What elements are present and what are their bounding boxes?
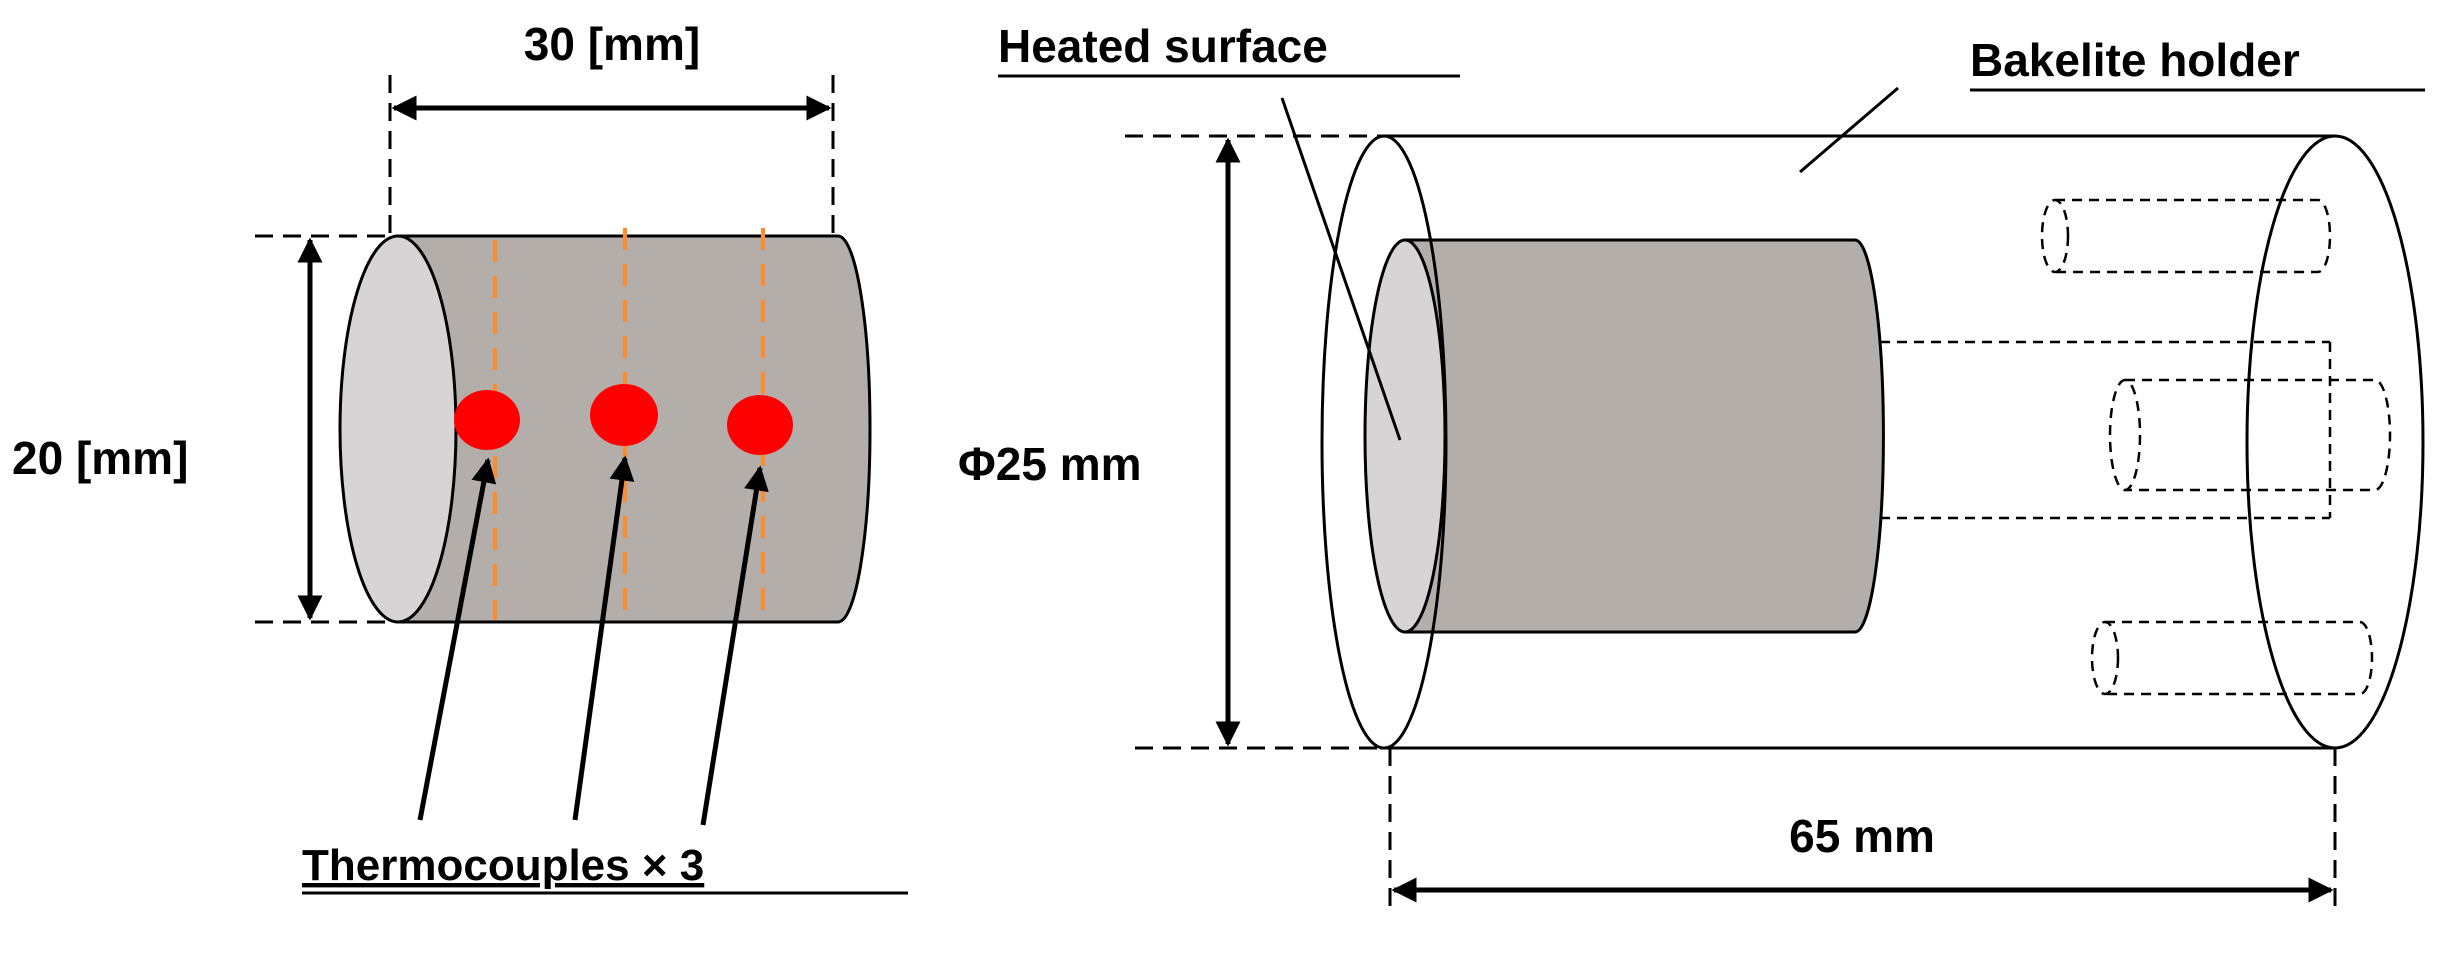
thermocouple-leaders	[417, 455, 769, 826]
pin-top-end	[2040, 198, 2070, 274]
length-dimension	[1388, 748, 2337, 915]
diameter-dim-label: Φ25 mm	[958, 438, 1142, 490]
holder-back-face	[2245, 134, 2425, 750]
pin-middle-end	[2108, 378, 2142, 492]
bakelite-holder-leader	[1799, 86, 1899, 174]
holder-specimen-body	[1403, 238, 1885, 634]
thermocouple-arrow-3	[700, 465, 769, 826]
thermocouple-dots	[454, 384, 793, 455]
width-dimension	[388, 75, 835, 236]
bakelite-holder-label: Bakelite holder	[1970, 34, 2300, 86]
height-dim-label: 20 [mm]	[12, 432, 188, 484]
length-dim-label: 65 mm	[1789, 810, 1935, 862]
heated-surface-leader	[1280, 97, 1402, 441]
bakelite-holder	[1320, 134, 2425, 750]
holder-front-face	[1320, 134, 1448, 750]
thermocouple-arrow-1	[417, 457, 497, 821]
thermocouples-label: Thermocouples × 3	[302, 841, 704, 890]
pin-bottom-end	[2090, 620, 2120, 696]
pin-bottom	[2105, 620, 2374, 696]
pin-top	[2055, 198, 2332, 274]
holder-internal-pins	[1880, 198, 2392, 696]
thermocouple-dot-3	[727, 395, 793, 455]
thermocouple-dot-2	[590, 384, 658, 446]
width-dim-label: 30 [mm]	[524, 18, 700, 70]
holder-specimen-face	[1363, 238, 1447, 634]
diameter-dimension	[1125, 134, 1380, 750]
specimen-front-face	[338, 234, 458, 624]
height-dimension	[255, 234, 390, 624]
heated-surface-label: Heated surface	[998, 20, 1328, 72]
thermocouple-arrow-2	[572, 455, 635, 821]
thermocouple-dot-1	[454, 390, 520, 450]
pin-middle	[2125, 378, 2392, 492]
